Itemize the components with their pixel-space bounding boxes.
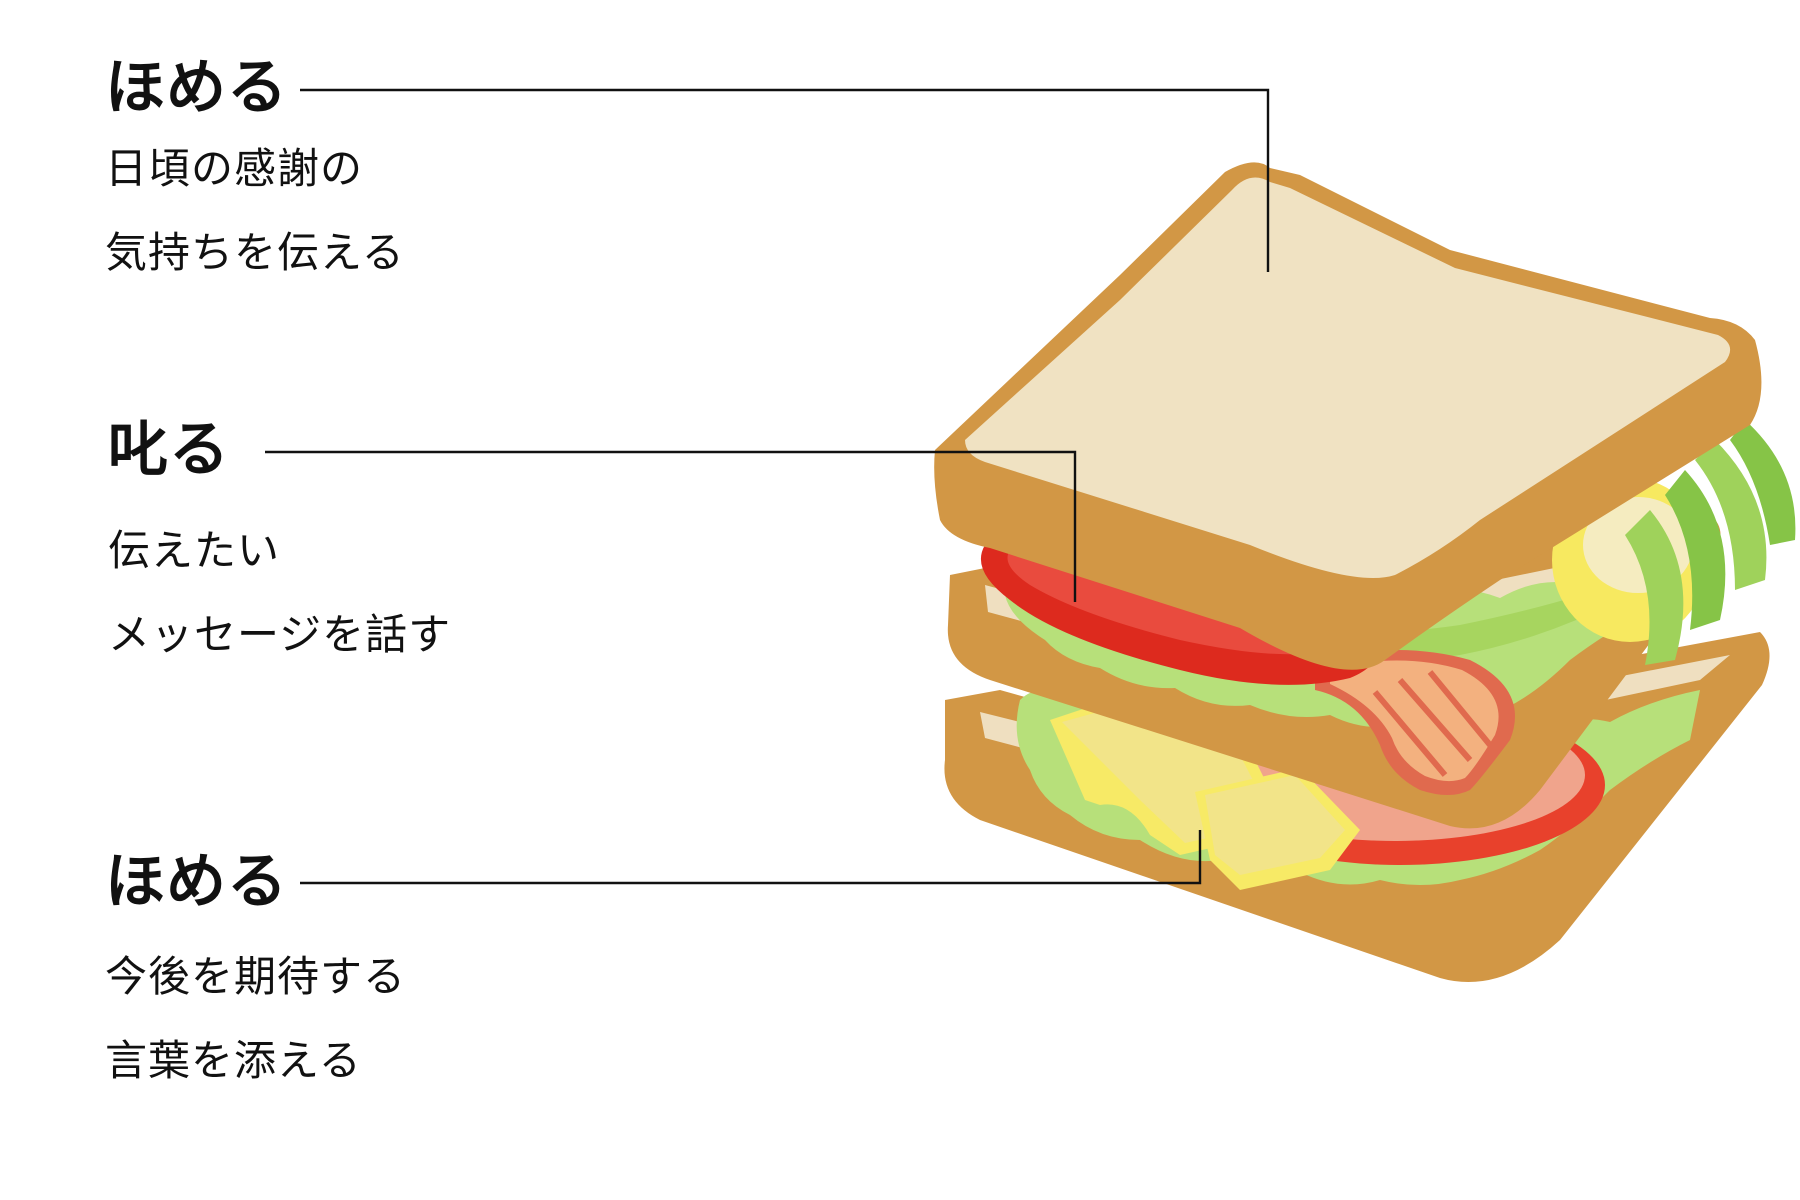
leader-line-2 [265,450,1077,602]
section-2-heading: 叱る [108,415,230,485]
section-2-line-2: メッセージを話す [108,610,452,659]
section-1-line-2: 気持ちを伝える [105,228,405,277]
leader-line-1 [300,88,1270,272]
section-1-heading: ほめる [105,53,288,123]
section-3-line-1: 今後を期待する [105,952,407,1001]
top-bread-slice [934,162,1762,670]
bacon-strip [1315,650,1515,795]
leader-lines [265,88,1270,885]
cheese-slices [1050,705,1360,890]
section-3-heading: ほめる [105,847,288,917]
section-3-line-2: 言葉を添える [105,1036,362,1085]
leader-line-3 [300,830,1202,885]
section-1-line-1: 日頃の感謝の [105,144,364,193]
section-2-line-1: 伝えたい [108,526,281,575]
avocado-slices [1625,420,1796,665]
